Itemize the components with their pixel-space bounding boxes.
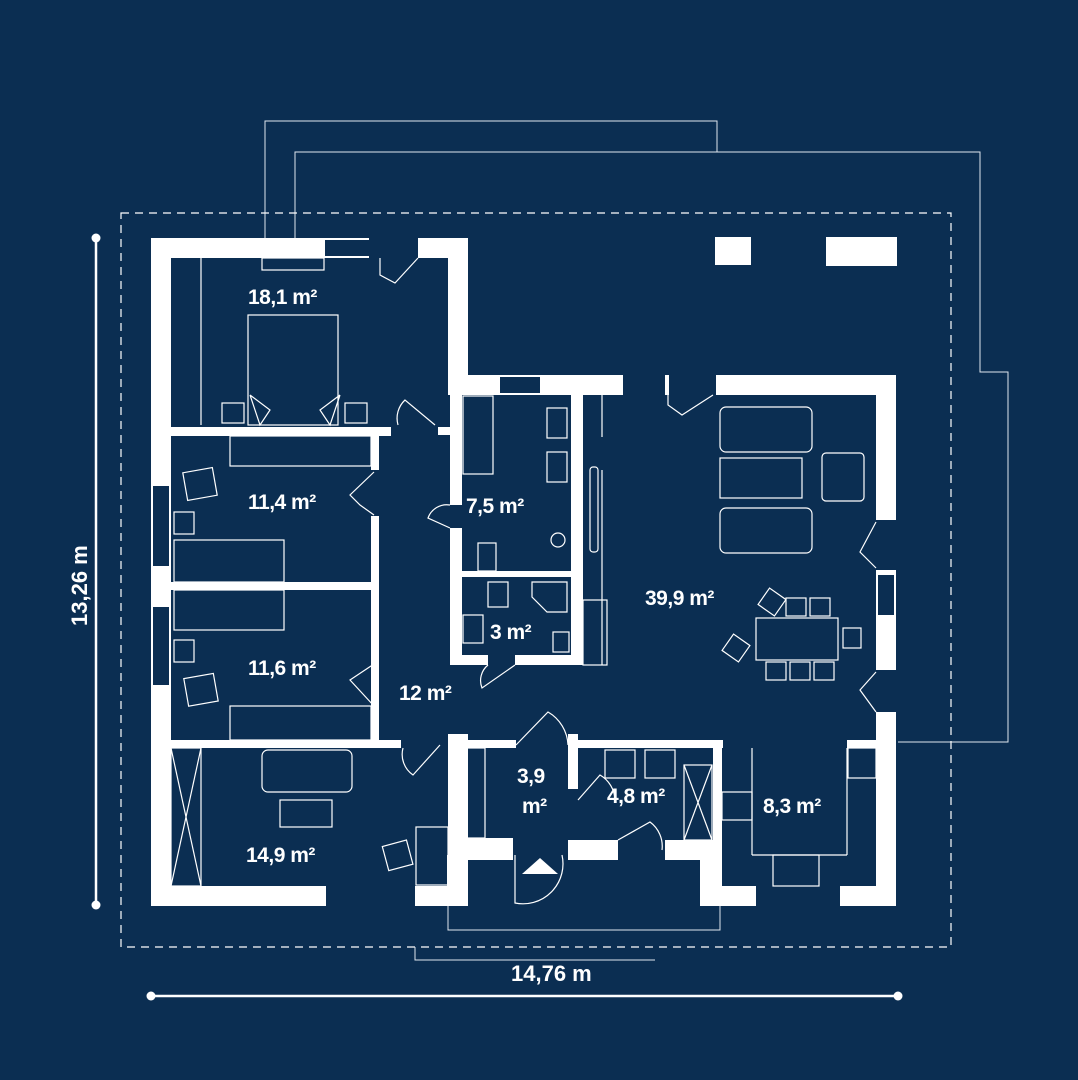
room-area-bedroom-3: 11,6 m² <box>248 657 316 680</box>
entrance-arrow-icon <box>522 858 558 874</box>
skylight-right <box>826 237 897 266</box>
skylight-left <box>715 237 751 265</box>
furniture <box>170 257 877 905</box>
room-area-entrance-line2: m² <box>522 795 547 818</box>
walls <box>151 238 896 906</box>
room-area-wc: 3 m² <box>490 621 532 644</box>
width-dimension-label: 14,76 m <box>511 961 592 986</box>
room-area-living-dining: 39,9 m² <box>645 587 714 610</box>
room-area-study: 14,9 m² <box>246 844 315 867</box>
room-area-bathroom: 7,5 m² <box>466 495 524 518</box>
height-dimension-line <box>91 233 101 910</box>
room-area-bedroom-master: 18,1 m² <box>248 286 317 309</box>
room-area-entrance-line1: 3,9 <box>517 765 545 788</box>
roof-outline <box>120 120 1009 961</box>
room-area-utility: 4,8 m² <box>607 785 665 808</box>
height-dimension-label: 13,26 m <box>67 545 92 626</box>
room-area-kitchen: 8,3 m² <box>763 795 821 818</box>
width-dimension-line <box>146 991 903 1001</box>
room-area-bedroom-2: 11,4 m² <box>248 491 316 514</box>
room-area-hallway: 12 m² <box>399 682 452 705</box>
